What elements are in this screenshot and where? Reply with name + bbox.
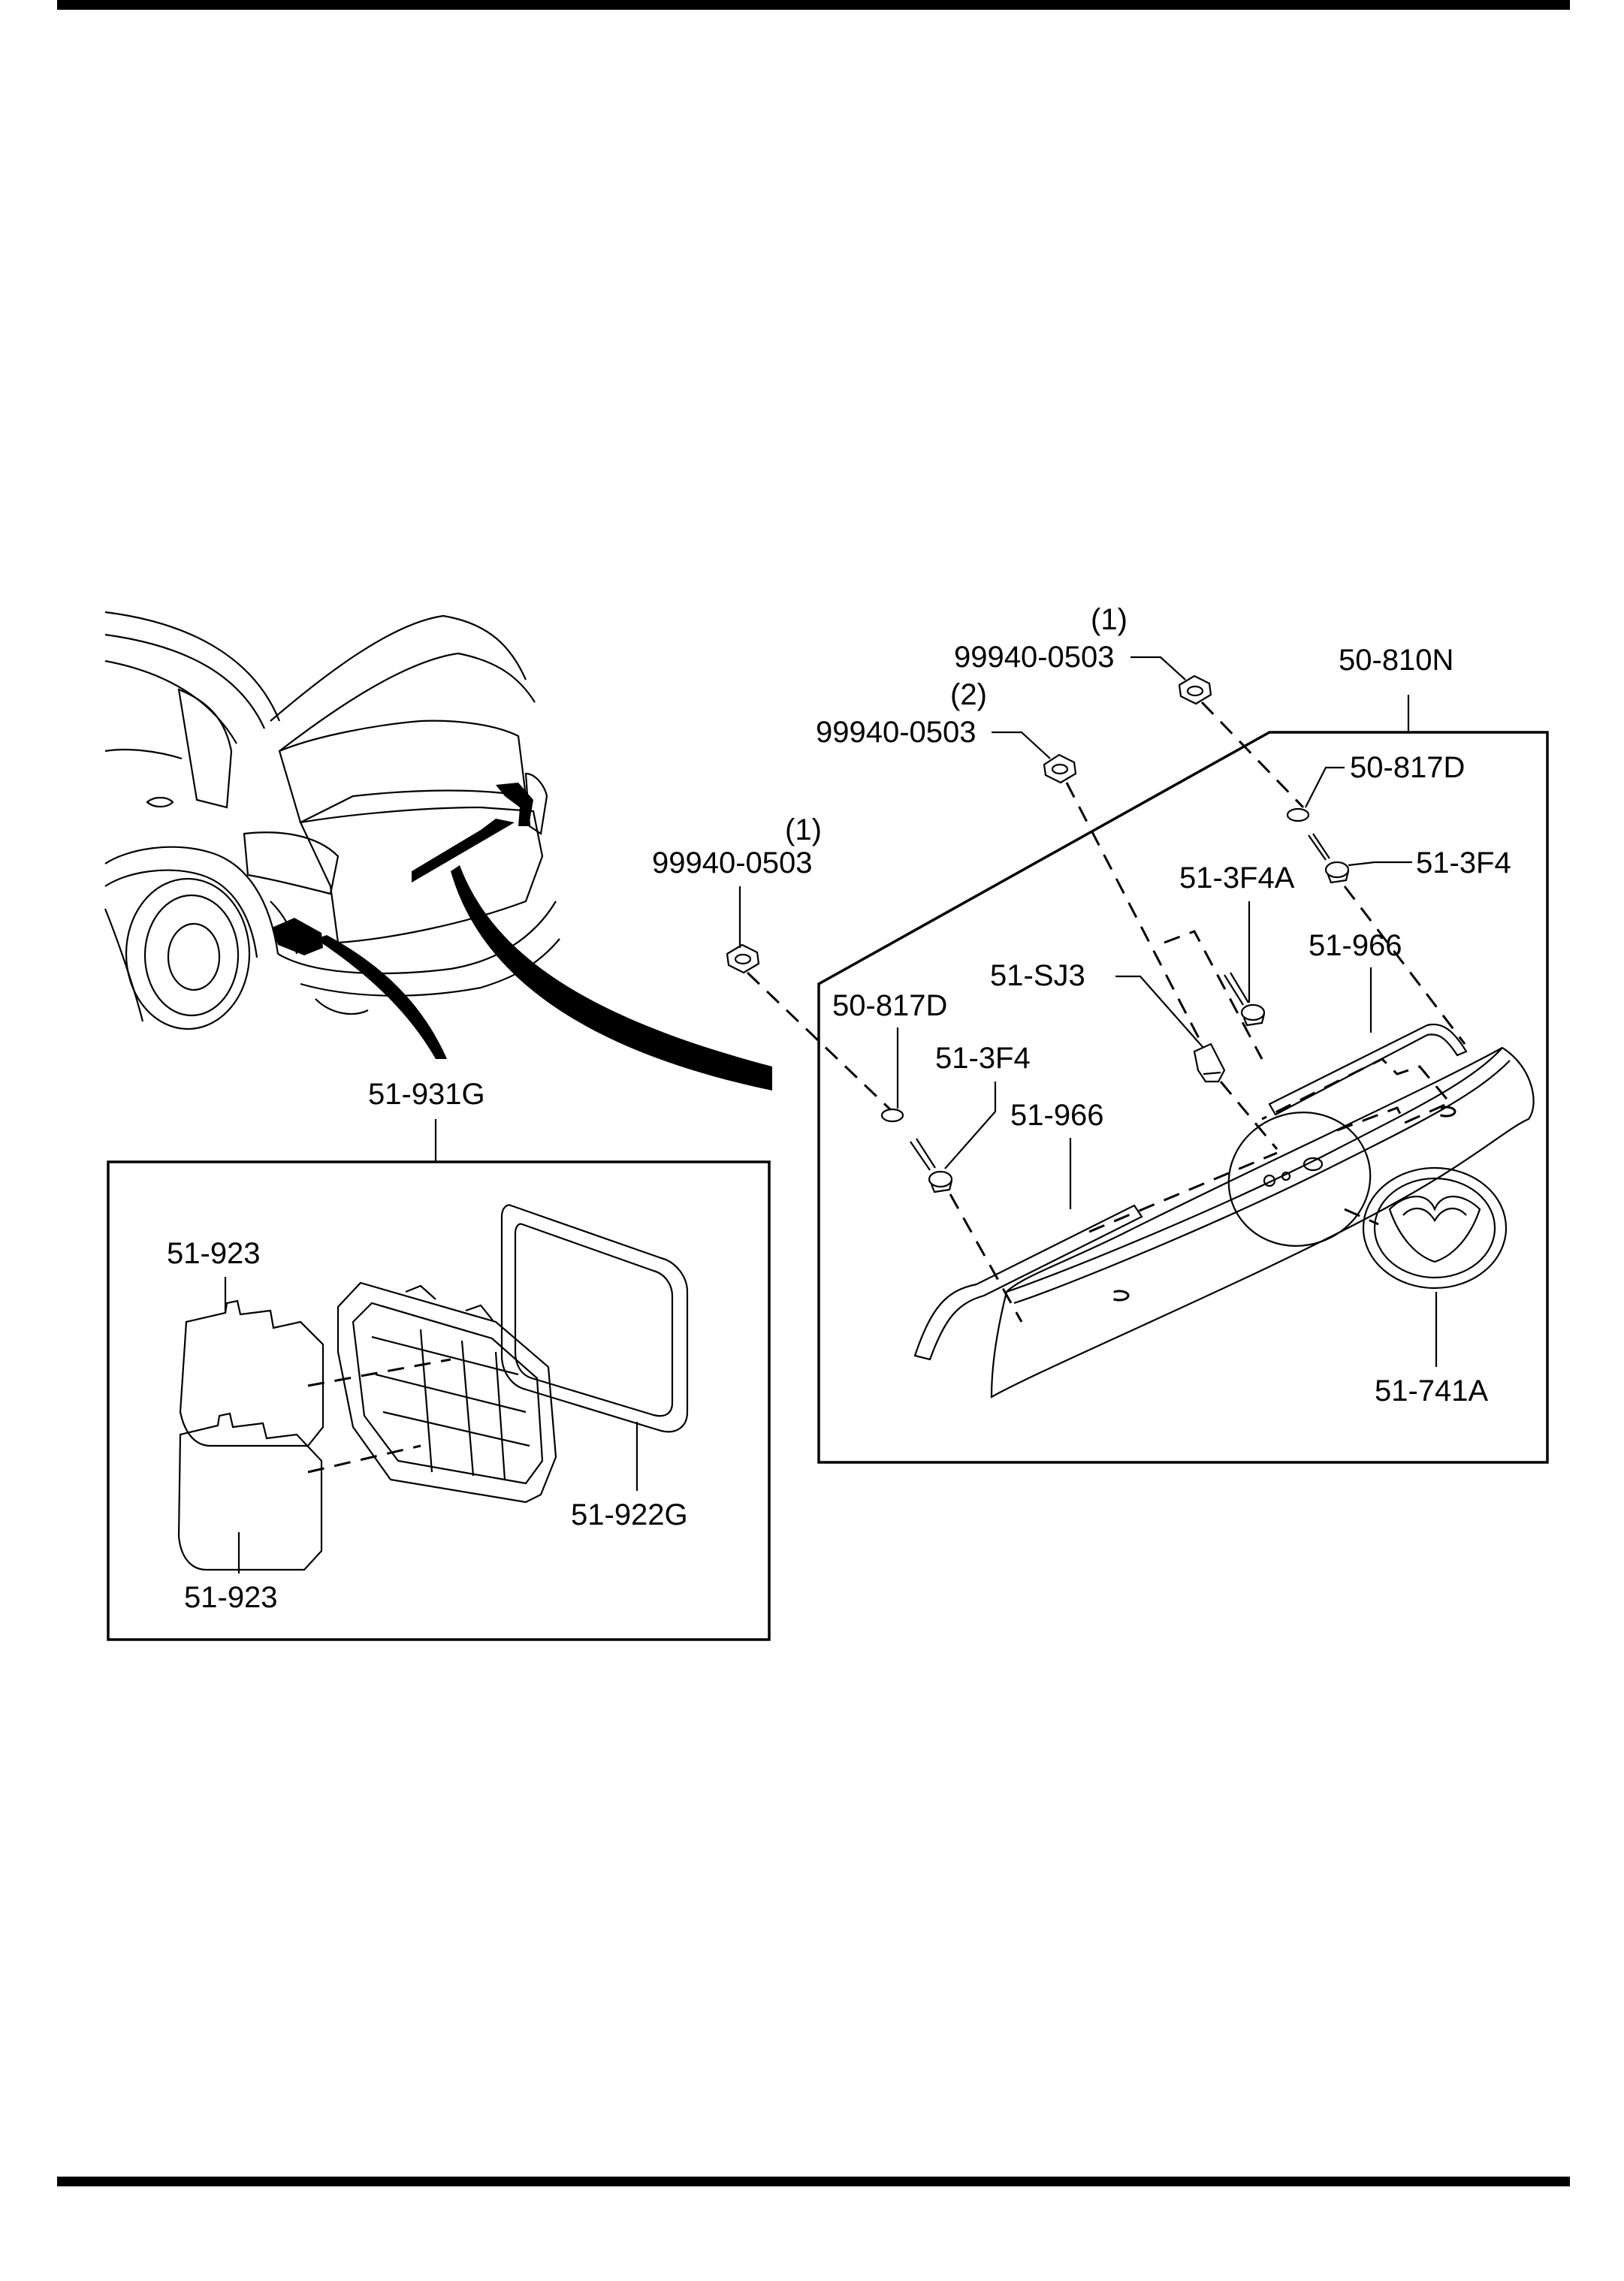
- clip-mark-left: [1109, 1290, 1130, 1302]
- callout-51-741a: 51-741A: [1375, 1374, 1489, 1408]
- garnish-assembly-box: [817, 731, 1549, 1464]
- sweep-arrow-garnish: [451, 865, 772, 1091]
- vehicle-garnish-arrow: [496, 783, 533, 826]
- emblem-mount: [1227, 1112, 1372, 1247]
- dash-emblem: [1344, 1208, 1379, 1226]
- screw-51-3f4-right: [1308, 833, 1350, 884]
- lid-housing: [337, 1281, 557, 1504]
- callout-51-sj3: 51-SJ3: [990, 959, 1085, 992]
- sweep-arrow-lid: [315, 935, 447, 1059]
- top-rule: [57, 0, 1570, 10]
- vehicle-lid-highlight: [272, 918, 323, 955]
- dash-panel-outline: [1088, 1058, 1452, 1233]
- dash-lid-bottom: [307, 1444, 421, 1474]
- callout-50-810n: 50-810N: [1339, 644, 1453, 677]
- callout-99940-0503-b: 99940-0503: [816, 716, 977, 749]
- dash-nut-a: [1200, 701, 1305, 809]
- nut-99940-0503-b: [1043, 753, 1077, 784]
- dash-screw-right: [1343, 886, 1466, 1045]
- lid-cover-top: [179, 1299, 324, 1447]
- callout-99940-0503-a-qty: (1): [1091, 603, 1127, 636]
- nut-99940-0503-a: [1178, 674, 1212, 705]
- clip-mark-right: [1435, 1106, 1456, 1118]
- dash-nut-c: [746, 971, 892, 1111]
- dash-screw-left: [949, 1193, 1023, 1323]
- callout-51-966-left: 51-966: [1010, 1099, 1104, 1132]
- screw-51-3f4a: [1224, 972, 1266, 1027]
- vehicle-garnish-highlight: [412, 819, 515, 883]
- nut-99940-0503-c: [726, 943, 760, 974]
- lid-assembly-box: [107, 1160, 771, 1641]
- rear-garnish-panel: [990, 1046, 1535, 1398]
- callout-50-817d-top: 50-817D: [1350, 751, 1465, 784]
- molding-right: [1268, 1023, 1468, 1116]
- leader-99940-0503-b: [992, 731, 1051, 759]
- callout-51-923-bottom: 51-923: [184, 1581, 278, 1614]
- callout-51-3f4-right: 51-3F4: [1416, 846, 1511, 880]
- leader-51-3f4-right: [1348, 861, 1412, 867]
- callout-99940-0503-c-qty: (1): [785, 813, 822, 846]
- washer-50-817d-top: [1286, 807, 1310, 822]
- molding-left: [913, 1204, 1143, 1361]
- leader-99940-0503-a: [1130, 656, 1186, 680]
- dash-sj3: [1219, 1081, 1278, 1150]
- callout-51-923-top: 51-923: [167, 1237, 261, 1270]
- leader-51-3f4-left: [944, 1082, 997, 1169]
- dash-lid-top: [307, 1358, 451, 1387]
- callout-50-817d-left: 50-817D: [832, 989, 947, 1022]
- bottom-rule: [57, 2177, 1570, 2186]
- dash-3f4a-box: [1164, 930, 1263, 1060]
- screw-51-3f4-left: [910, 1138, 953, 1193]
- clip-51-sj3: [1193, 1042, 1226, 1083]
- callout-51-966-right: 51-966: [1309, 929, 1402, 962]
- callout-51-3f4-left: 51-3F4: [935, 1042, 1031, 1075]
- leader-50-817d-top: [1305, 766, 1345, 808]
- washer-50-817d-left: [880, 1108, 904, 1123]
- callout-99940-0503-c: 99940-0503: [652, 846, 813, 880]
- callout-51-3f4a: 51-3F4A: [1179, 861, 1295, 895]
- lid-cover-bottom: [177, 1412, 323, 1571]
- vehicle-rear-view: [104, 611, 560, 1030]
- leader-51-sj3: [1115, 975, 1204, 1048]
- dash-nut-b: [1065, 782, 1203, 1045]
- callout-51-922g: 51-922G: [571, 1498, 688, 1531]
- emblem-part: [1362, 1166, 1508, 1290]
- callout-99940-0503-a: 99940-0503: [954, 641, 1115, 674]
- lid-gasket: [500, 1204, 689, 1433]
- callout-99940-0503-b-qty: (2): [950, 678, 987, 711]
- callout-51-931g: 51-931G: [368, 1078, 485, 1111]
